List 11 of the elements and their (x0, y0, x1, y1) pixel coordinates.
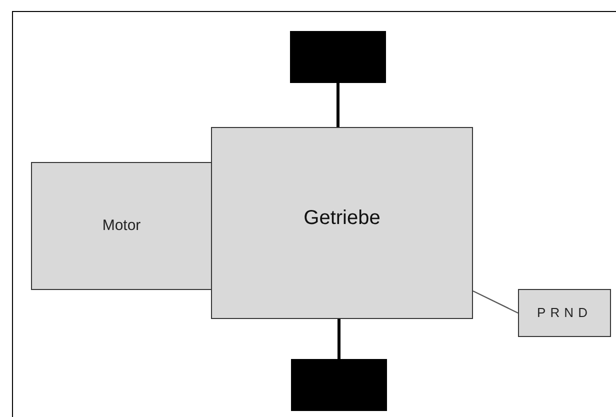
connector-line (336, 83, 340, 127)
box-label: Motor (102, 216, 141, 236)
component-box (211, 127, 473, 319)
component-box (31, 162, 212, 290)
wheel-block (290, 31, 386, 83)
wheel-block (291, 359, 387, 411)
connector-line (338, 319, 340, 359)
box-label: PRND (536, 304, 592, 322)
component-box (518, 289, 611, 337)
connector-line (472, 290, 518, 314)
box-label: Getriebe (304, 206, 380, 231)
